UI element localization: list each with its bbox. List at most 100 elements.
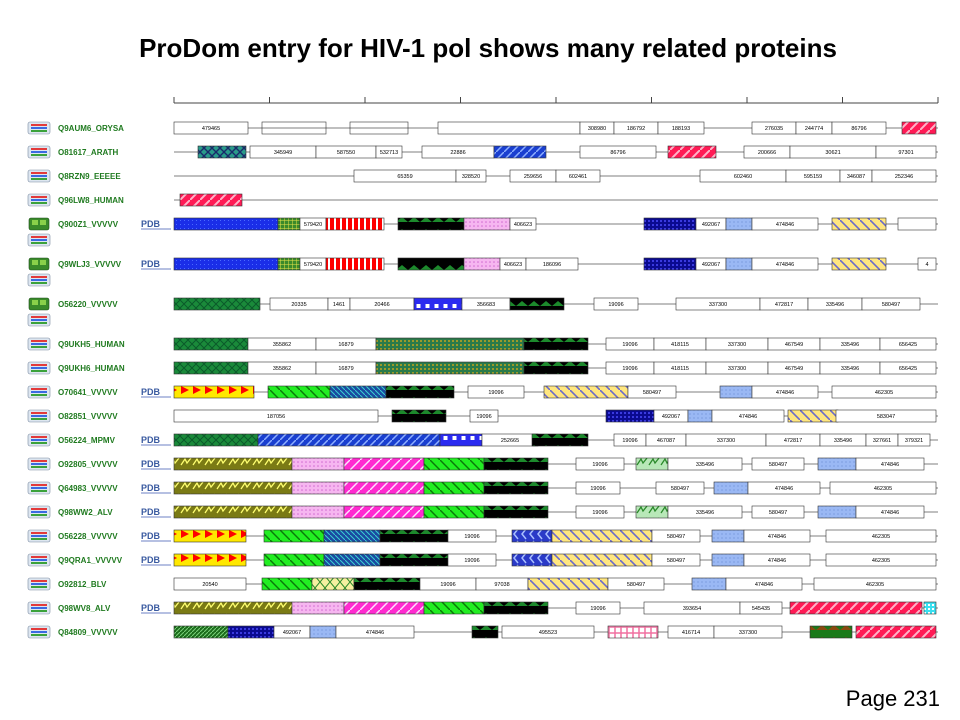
domain-block[interactable] <box>397 217 465 231</box>
domain-box[interactable] <box>579 145 657 159</box>
domain-block[interactable] <box>789 601 923 615</box>
domain-box[interactable] <box>173 121 249 135</box>
domain-box[interactable] <box>861 297 921 311</box>
domain-box[interactable] <box>871 169 937 183</box>
domain-icon[interactable] <box>27 361 51 375</box>
protein-name[interactable]: Q98WW2_ALV <box>58 508 113 517</box>
domain-block[interactable] <box>291 505 345 519</box>
domain-block[interactable] <box>311 577 355 591</box>
structure-icon[interactable] <box>28 257 50 271</box>
domain-box[interactable] <box>725 577 803 591</box>
domain-box[interactable] <box>655 481 705 495</box>
domain-block[interactable] <box>423 601 485 615</box>
domain-box[interactable] <box>713 625 783 639</box>
domain-box[interactable] <box>747 481 821 495</box>
domain-block[interactable] <box>173 337 249 351</box>
domain-box[interactable] <box>335 625 415 639</box>
domain-block[interactable] <box>643 217 697 231</box>
domain-block[interactable] <box>349 121 409 135</box>
domain-icon[interactable] <box>27 145 51 159</box>
domain-block[interactable] <box>179 193 243 207</box>
pdb-badge[interactable]: PDB <box>141 219 171 230</box>
domain-block[interactable] <box>397 257 465 271</box>
structure-icon[interactable] <box>28 217 50 231</box>
domain-box[interactable] <box>627 385 677 399</box>
domain-box[interactable] <box>667 505 743 519</box>
domain-box[interactable] <box>469 409 499 423</box>
domain-icon[interactable] <box>27 193 51 207</box>
domain-block[interactable] <box>817 505 857 519</box>
domain-block[interactable] <box>343 601 425 615</box>
domain-block[interactable] <box>713 481 749 495</box>
protein-name[interactable]: O92812_BLV <box>58 580 107 589</box>
protein-name[interactable]: O56228_VVVVV <box>58 532 118 541</box>
domain-box[interactable] <box>831 385 937 399</box>
domain-block[interactable] <box>831 257 887 271</box>
domain-icon[interactable] <box>27 601 51 615</box>
domain-block[interactable] <box>413 297 463 311</box>
domain-block[interactable] <box>323 529 381 543</box>
domain-box[interactable] <box>667 457 743 471</box>
domain-block[interactable] <box>257 433 441 447</box>
domain-block[interactable] <box>667 145 717 159</box>
domain-block[interactable] <box>263 529 325 543</box>
domain-box[interactable] <box>575 505 625 519</box>
protein-name[interactable]: Q9UKH5_HUMAN <box>58 340 125 349</box>
domain-block[interactable] <box>817 457 857 471</box>
domain-box[interactable] <box>593 297 639 311</box>
domain-box[interactable] <box>651 553 701 567</box>
domain-block[interactable] <box>607 625 659 639</box>
domain-box[interactable] <box>657 121 705 135</box>
pdb-badge[interactable]: PDB <box>141 459 171 470</box>
domain-block[interactable] <box>719 385 753 399</box>
domain-block[interactable] <box>277 217 301 231</box>
domain-block[interactable] <box>463 257 501 271</box>
domain-block[interactable] <box>375 337 525 351</box>
domain-box[interactable] <box>897 433 931 447</box>
protein-name[interactable]: O56224_MPMV <box>58 436 116 445</box>
domain-block[interactable] <box>173 257 279 271</box>
domain-box[interactable] <box>855 505 925 519</box>
domain-block[interactable] <box>493 145 547 159</box>
domain-block[interactable] <box>173 457 293 471</box>
domain-block[interactable] <box>439 433 483 447</box>
domain-block[interactable] <box>635 505 669 519</box>
domain-box[interactable] <box>751 257 819 271</box>
domain-block[interactable] <box>173 529 247 543</box>
domain-box[interactable] <box>855 457 925 471</box>
domain-box[interactable] <box>555 169 601 183</box>
pdb-badge[interactable]: PDB <box>141 507 171 518</box>
domain-block[interactable] <box>385 385 455 399</box>
domain-icon[interactable] <box>27 577 51 591</box>
domain-block[interactable] <box>329 385 387 399</box>
domain-icon[interactable] <box>27 433 51 447</box>
domain-block[interactable] <box>309 625 337 639</box>
domain-box[interactable] <box>575 481 621 495</box>
domain-block[interactable] <box>173 217 279 231</box>
domain-box[interactable] <box>525 257 579 271</box>
domain-box[interactable] <box>751 217 819 231</box>
domain-box[interactable] <box>437 121 581 135</box>
domain-box[interactable] <box>879 337 937 351</box>
domain-box[interactable] <box>575 601 621 615</box>
protein-name[interactable]: Q9AUM6_ORYSA <box>58 124 124 133</box>
domain-box[interactable] <box>743 529 811 543</box>
protein-name[interactable]: Q84809_VVVVV <box>58 628 118 637</box>
domain-box[interactable] <box>751 457 805 471</box>
structure-icon[interactable] <box>28 297 50 311</box>
domain-block[interactable] <box>173 625 229 639</box>
domain-block[interactable] <box>543 385 629 399</box>
domain-icon[interactable] <box>27 625 51 639</box>
domain-block[interactable] <box>463 217 511 231</box>
domain-block[interactable] <box>291 601 345 615</box>
domain-block[interactable] <box>511 553 553 567</box>
domain-block[interactable] <box>691 577 727 591</box>
domain-block[interactable] <box>173 433 259 447</box>
domain-block[interactable] <box>423 505 485 519</box>
domain-box[interactable] <box>835 409 937 423</box>
domain-block[interactable] <box>173 505 293 519</box>
domain-box[interactable] <box>455 169 487 183</box>
domain-block[interactable] <box>635 457 669 471</box>
domain-icon[interactable] <box>27 481 51 495</box>
domain-block[interactable] <box>173 297 261 311</box>
